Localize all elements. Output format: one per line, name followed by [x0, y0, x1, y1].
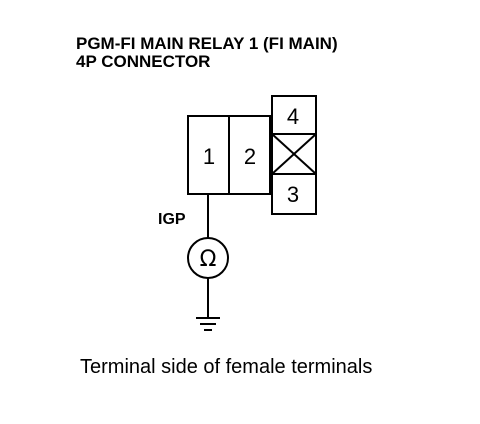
diagram-caption: Terminal side of female terminals	[80, 356, 373, 378]
diagram-title-line-2: 4P CONNECTOR	[76, 52, 211, 71]
ground-icon	[196, 317, 220, 331]
diagram-title-line-1: PGM-FI MAIN RELAY 1 (FI MAIN)	[76, 34, 338, 53]
ohm-symbol: Ω	[200, 247, 217, 272]
empty-cavity-cross	[271, 133, 317, 175]
pin-4-label: 4	[287, 104, 299, 129]
connector-4p	[187, 95, 317, 215]
pin-2-label: 2	[244, 144, 256, 169]
pin-3-label: 3	[287, 182, 299, 207]
igp-wire-label: IGP	[158, 211, 186, 228]
pin-1-label: 1	[203, 144, 215, 169]
ohmmeter: Ω	[187, 237, 229, 279]
connector-side-block	[271, 95, 317, 215]
